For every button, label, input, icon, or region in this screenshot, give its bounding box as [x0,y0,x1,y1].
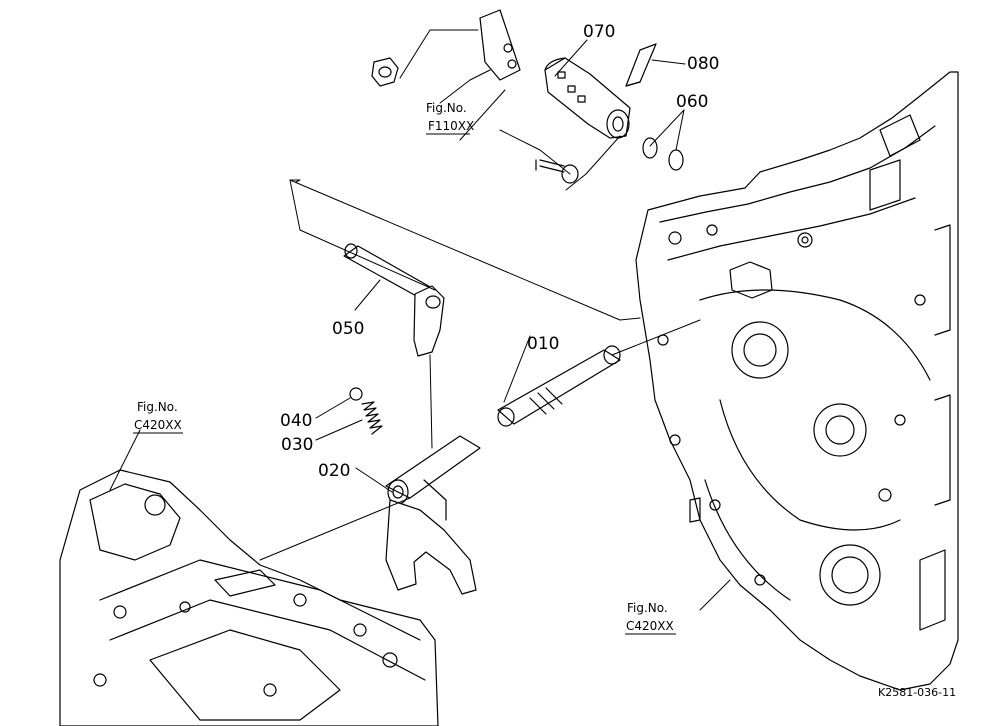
part-label-060: 060 [676,92,708,112]
part-020-fork [385,435,481,595]
fig-ref-f110-code: F110XX [428,119,474,133]
part-label-030: 030 [281,435,313,455]
part-label-010: 010 [527,334,559,354]
fig-ref-f110-label: Fig.No. [426,101,467,115]
part-label-080: 080 [687,54,719,74]
part-040-ball [349,387,363,401]
fig-ref-c420-left-code: C420XX [134,418,182,432]
nut [371,57,399,87]
bolt [535,159,579,184]
part-080-pin [625,43,657,87]
part-label-050: 050 [332,319,364,339]
part-050-lever [343,243,445,357]
figure-references: Fig.No. F110XX Fig.No. C420XX Fig.No. C4… [133,101,676,635]
left-housing [59,469,439,726]
part-labels: 070 080 060 050 010 040 030 020 [280,22,719,481]
fig-ref-c420-right-code: C420XX [626,619,674,633]
part-030-spring [361,401,383,435]
part-label-020: 020 [318,461,350,481]
part-070-arm [544,57,631,139]
bracket [479,9,521,81]
part-010-shaft [497,345,621,427]
leader-lines [109,29,731,611]
part-label-040: 040 [280,411,312,431]
fig-ref-c420-right-label: Fig.No. [627,601,668,615]
drawing-code: K2581-036-11 [878,686,956,699]
part-label-070: 070 [583,22,615,42]
fig-ref-c420-left-label: Fig.No. [137,400,178,414]
right-housing [635,71,959,691]
